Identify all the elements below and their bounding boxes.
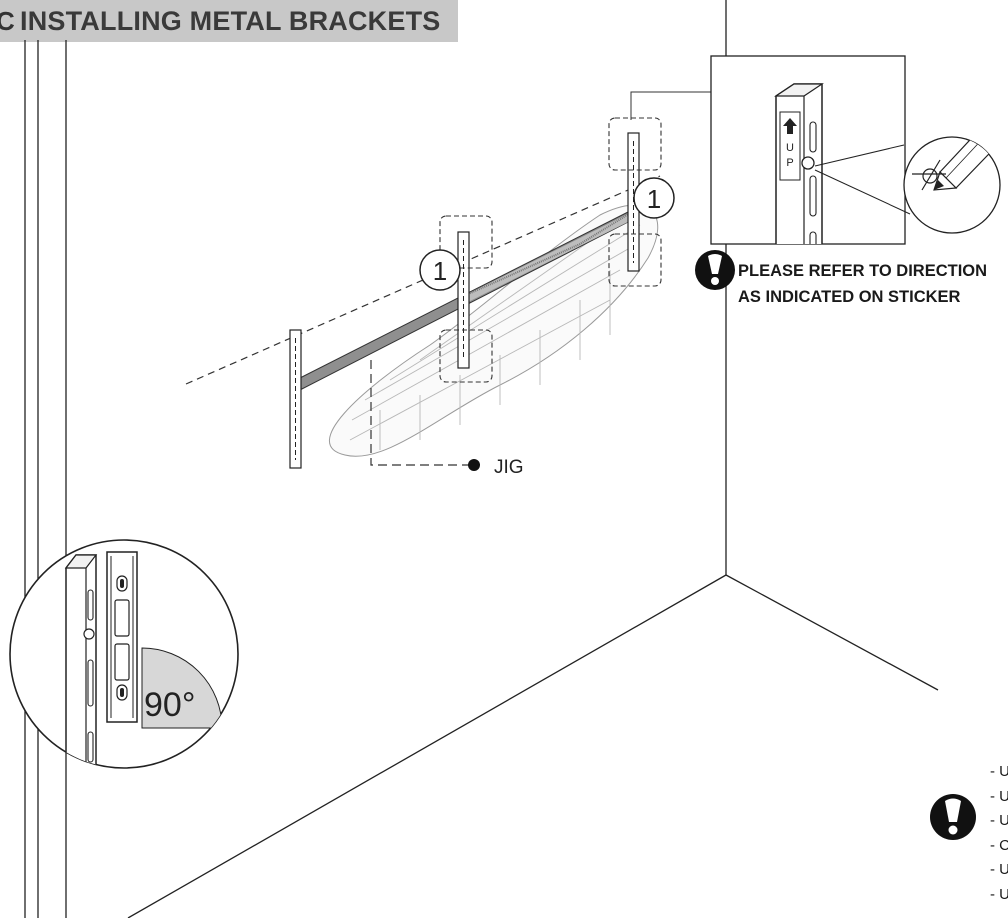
page-title: INSTALLING METAL BRACKETS — [20, 6, 441, 36]
brick-wall-patch — [329, 204, 659, 457]
list-item: - U — [990, 812, 1008, 829]
focus-boxes — [439, 117, 662, 383]
bracket-hole — [801, 156, 815, 170]
step-marker-1-right: 1 — [633, 177, 675, 219]
angle-label: 90° — [144, 686, 195, 724]
list-item: - C — [990, 836, 1008, 854]
pencil-marking-magnifier — [903, 136, 1001, 234]
pencil-mark-circle — [922, 168, 938, 184]
list-item: - U — [990, 763, 1008, 780]
warning-icon — [930, 794, 976, 840]
floor-line — [127, 574, 727, 918]
sticker-letter-p: P — [786, 157, 793, 169]
step-marker-1-left: 1 — [419, 249, 461, 291]
direction-sticker — [779, 111, 801, 181]
pencil-leader-line — [814, 169, 911, 215]
list-item: - U — [990, 885, 1008, 903]
room-lines — [24, 0, 939, 918]
metal-bracket-left — [289, 329, 302, 469]
up-arrow-icon — [783, 118, 797, 134]
list-item: - U — [990, 787, 1008, 805]
note-line: AS INDICATED ON STICKER — [738, 288, 961, 306]
pencil-icon — [933, 137, 1000, 191]
pencil-leader-line — [814, 144, 905, 167]
floor-line — [725, 574, 939, 691]
sticker-detail-inset: U P — [710, 55, 906, 245]
title-bar: C INSTALLING METAL BRACKETS — [0, 0, 458, 42]
jig-leader-dot — [468, 459, 480, 471]
metal-bracket-middle — [457, 231, 470, 369]
jig-label: JIG — [494, 457, 524, 478]
step-marker-label: 1 — [647, 184, 661, 214]
list-item: - U — [990, 861, 1008, 878]
sticker-letter-u: U — [786, 142, 794, 154]
level-check-magnifier: 90° — [9, 539, 239, 769]
spirit-level — [106, 551, 138, 723]
note-line: PLEASE REFER TO DIRECTION — [738, 262, 988, 280]
warning-icon — [695, 250, 735, 290]
step-marker-label: 1 — [433, 256, 447, 286]
bottom-instruction-list: - U - U - U - C - U - U — [990, 760, 1008, 907]
jig-leader — [370, 360, 480, 471]
sticker-direction-note: PLEASE REFER TO DIRECTION AS INDICATED O… — [738, 258, 987, 310]
step-letter: C — [0, 6, 15, 36]
inset-leader-line — [630, 91, 711, 120]
